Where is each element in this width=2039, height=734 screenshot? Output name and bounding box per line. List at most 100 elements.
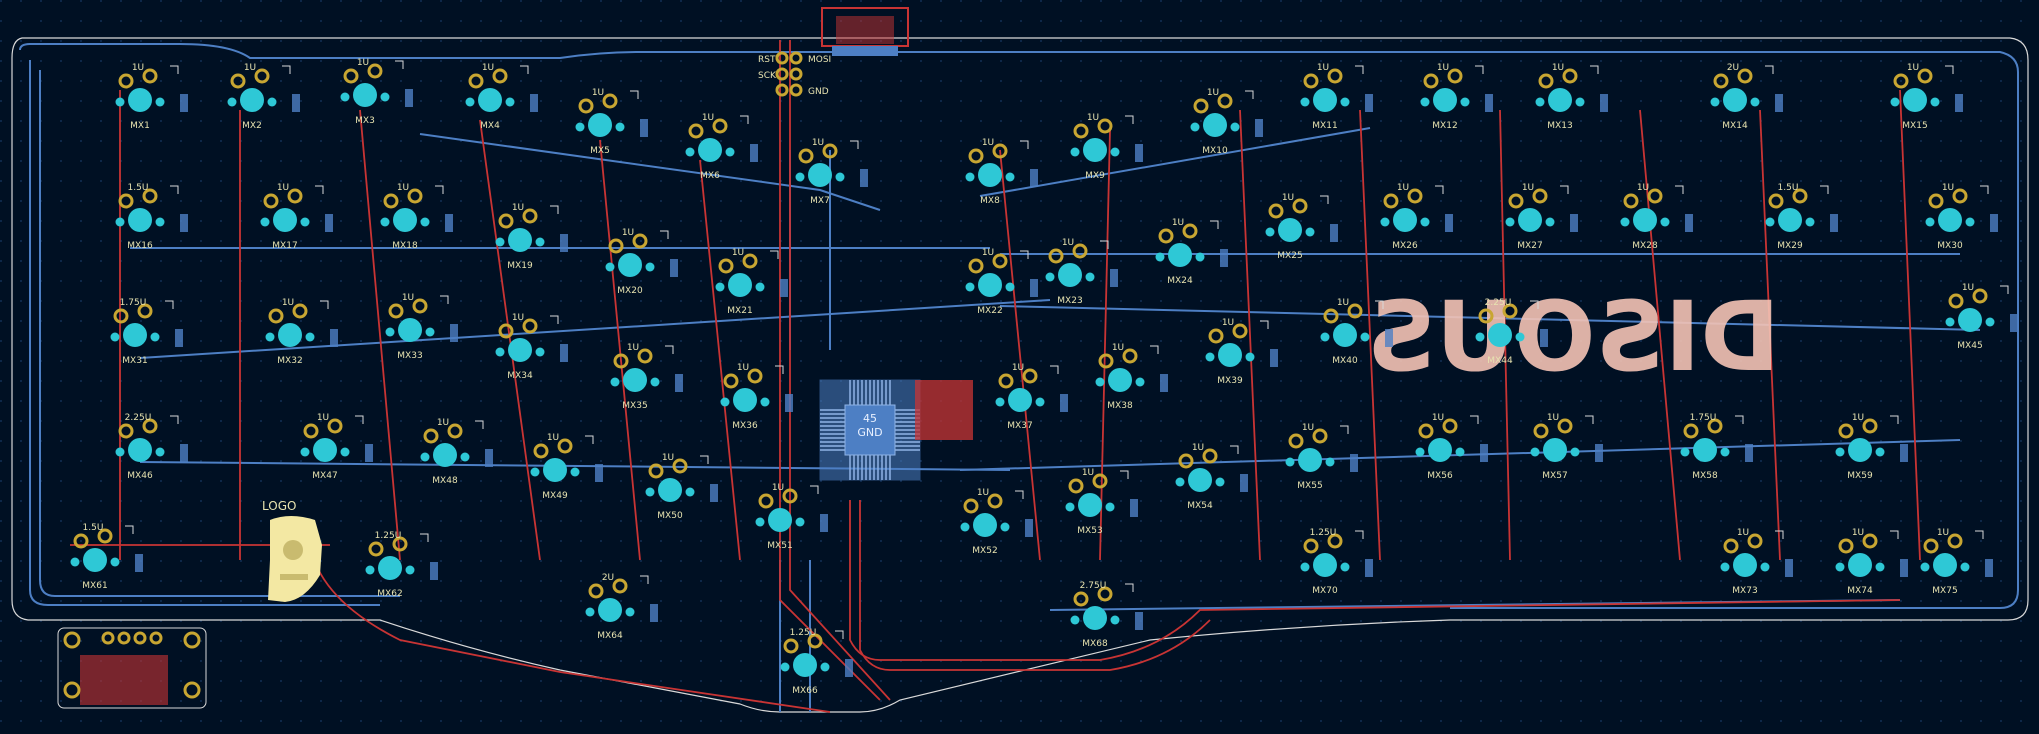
switch-footprint: 1U MX40 (1320, 298, 1393, 366)
switch-pin-pad (412, 298, 428, 314)
diode-pad (405, 89, 413, 107)
switch-peg-hole (1945, 317, 1955, 327)
switch-pin-pad (1268, 203, 1284, 219)
switch-size-label: 1.5U (83, 523, 104, 533)
diode-pad (560, 234, 568, 252)
switch-pin-pad (367, 63, 383, 79)
switch-pin-pad (578, 98, 594, 114)
switch-peg-hole (650, 377, 660, 387)
switch-pin-pad (1303, 73, 1319, 89)
switch-id-label: MX2 (242, 121, 262, 131)
switch-peg-hole (1985, 317, 1995, 327)
diode-pad (1270, 349, 1278, 367)
switch-peg-hole (1265, 227, 1275, 237)
switch-footprint: 1U MX30 (1925, 183, 1998, 251)
switch-center-hole (1313, 88, 1337, 112)
switch-corner-mark (1560, 185, 1569, 194)
diode-pad (1775, 94, 1783, 112)
switch-peg-hole (1720, 447, 1730, 457)
switch-size-label: 1U (1942, 183, 1954, 193)
diode-pad (1330, 224, 1338, 242)
switch-pin-pad (1972, 288, 1988, 304)
switch-id-label: MX13 (1547, 121, 1572, 131)
switch-size-label: 1U (1937, 528, 1949, 538)
switch-corner-mark (1735, 415, 1744, 424)
switch-center-hole (598, 598, 622, 622)
diode-pad (1255, 119, 1263, 137)
switch-peg-hole (365, 565, 375, 575)
switch-pin-pad (1713, 73, 1729, 89)
switch-corner-mark (1210, 220, 1219, 229)
usb-connector (821, 7, 909, 56)
switch-corner-mark (282, 65, 291, 74)
mcu-label-number: 45 (863, 412, 877, 425)
switch-id-label: MX40 (1332, 356, 1358, 366)
switch-size-label: 1U (1087, 113, 1099, 123)
switch-peg-hole (715, 282, 725, 292)
switch-corner-mark (1260, 320, 1269, 329)
switch-peg-hole (755, 517, 765, 527)
switch-size-label: 1U (1852, 528, 1864, 538)
board-outline (11, 37, 2029, 713)
switch-size-label: 1U (397, 183, 409, 193)
switch-corner-mark (1375, 300, 1384, 309)
switch-peg-hole (1215, 477, 1225, 487)
switch-id-label: MX16 (127, 241, 153, 251)
switch-pin-pad (254, 68, 270, 84)
diode-pad (675, 374, 683, 392)
switch-pin-pad (1533, 423, 1549, 439)
switch-peg-hole (1575, 97, 1585, 107)
switch-size-label: 1U (1637, 183, 1649, 193)
switch-size-label: 1U (1432, 413, 1444, 423)
switch-id-label: MX27 (1517, 241, 1542, 251)
switch-peg-hole (1420, 97, 1430, 107)
switch-size-label: 1U (982, 138, 994, 148)
switch-pin-pad (1947, 533, 1963, 549)
switch-pin-pad (1917, 68, 1933, 84)
switch-id-label: MX49 (542, 491, 568, 501)
switch-id-label: MX47 (312, 471, 337, 481)
switch-peg-hole (1105, 502, 1115, 512)
switch-size-label: 1U (1337, 298, 1349, 308)
switch-pin-pad (723, 373, 739, 389)
switch-id-label: MX48 (432, 476, 458, 486)
switch-pin-pad (1327, 533, 1343, 549)
switch-pin-pad (822, 143, 838, 159)
switch-peg-hole (965, 282, 975, 292)
switch-pin-pad (522, 208, 538, 224)
switch-peg-hole (300, 447, 310, 457)
switch-pin-pad (392, 536, 408, 552)
switch-pin-pad (1683, 423, 1699, 439)
diode-pad (530, 94, 538, 112)
diode-pad (670, 259, 678, 277)
switch-corner-mark (1975, 530, 1984, 539)
switch-corner-mark (550, 315, 559, 324)
switch-peg-hole (380, 217, 390, 227)
switch-corner-mark (1475, 65, 1484, 74)
switch-peg-hole (495, 237, 505, 247)
switch-pin-pad (230, 73, 246, 89)
switch-size-label: 1U (1737, 528, 1749, 538)
diode-pad (1160, 374, 1168, 392)
switch-peg-hole (1460, 97, 1470, 107)
switch-pin-pad (1098, 353, 1114, 369)
switch-id-label: MX52 (972, 546, 997, 556)
switch-id-label: MX30 (1937, 241, 1963, 251)
switch-pin-pad (1288, 433, 1304, 449)
switch-pin-pad (1557, 418, 1573, 434)
switch-pin-pad (963, 498, 979, 514)
switch-pin-pad (1647, 188, 1663, 204)
switch-peg-hole (535, 347, 545, 357)
switch-id-label: MX50 (657, 511, 683, 521)
switch-peg-hole (995, 397, 1005, 407)
switch-peg-hole (1620, 217, 1630, 227)
